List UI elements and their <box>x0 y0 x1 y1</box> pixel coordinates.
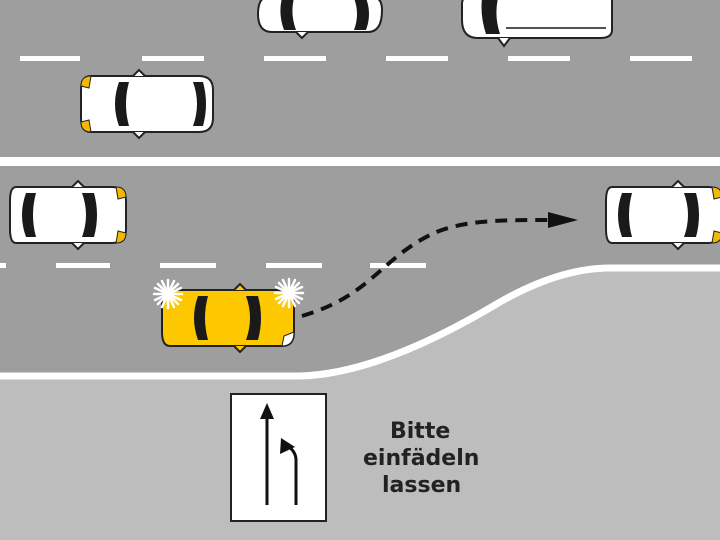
lane-merge-sign-icon <box>230 393 327 522</box>
road-edge-line <box>0 264 720 380</box>
white-van-icon <box>461 0 613 48</box>
caption-line-2: einfädeln <box>363 446 479 471</box>
turn-signal-flash-icon <box>273 277 305 309</box>
white-car-icon <box>80 68 214 140</box>
lower-lane-dashes <box>0 263 426 268</box>
arrow-head-icon <box>548 212 578 228</box>
upper-lane-dashes <box>20 56 692 61</box>
white-car-icon <box>256 0 384 40</box>
caption-line-3: lassen <box>382 473 461 498</box>
median-line <box>0 157 720 166</box>
white-car-icon <box>605 179 720 251</box>
white-car-icon <box>9 179 127 251</box>
caption-line-1: Bitte <box>390 419 450 444</box>
merge-path-arrow <box>301 218 551 318</box>
turn-signal-flash-icon <box>152 278 184 310</box>
